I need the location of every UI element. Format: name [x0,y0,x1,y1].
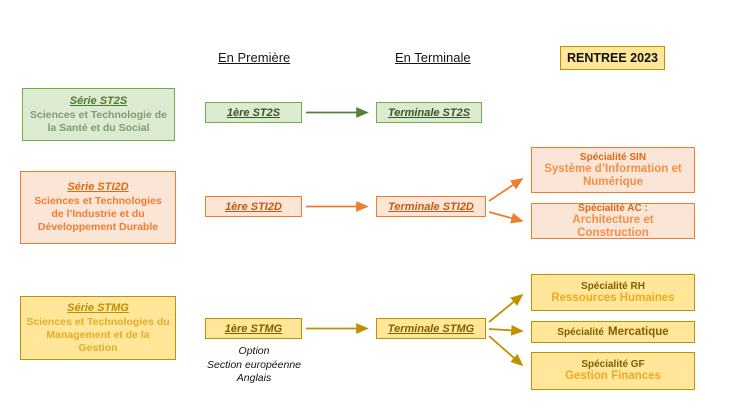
specialite-mercatique-prefix: Spécialité [557,326,604,338]
arrow-stmg-to-gf [488,335,524,367]
terminale-sti2d-box: Terminale STI2D [376,196,486,217]
serie-st2s-line2: la Santé et du Social [47,121,150,134]
serie-st2s-box: Série ST2S Sciences et Technologie de la… [22,88,175,141]
serie-stmg-title: Série STMG [67,301,129,314]
serie-st2s-line1: Sciences et Technologie de [30,108,167,121]
specialite-sin-line2: Numérique [582,175,644,188]
terminale-st2s-box: Terminale ST2S [376,102,482,123]
serie-stmg-line2: Management et de la [46,328,150,341]
column-header-premiere: En Première [218,50,291,65]
stmg-option-line1: Option [238,345,270,357]
premiere-sti2d-box: 1ère STI2D [205,196,302,217]
specialite-gf-name: Gestion Finances [565,370,661,382]
stmg-option-line3: Anglais [236,372,272,384]
serie-st2s-title: Série ST2S [69,94,128,107]
premiere-stmg-label: 1ère STMG [224,322,283,335]
specialite-mercatique-name: Mercatique [607,325,669,338]
specialite-mercatique-box: Spécialité Mercatique [531,321,695,343]
specialite-rh-name: Ressources Humaines [551,291,675,304]
serie-sti2d-title: Série STI2D [67,181,129,193]
specialite-sin-line1: Système d’Information et [544,162,682,175]
stmg-option-note: Option Section européenne Anglais [196,345,312,386]
serie-sti2d-line2: de l’Industrie et du [51,208,145,220]
premiere-sti2d-label: 1ère STI2D [225,200,282,213]
specialite-rh-box: Spécialité RH Ressources Humaines [531,274,695,311]
arrow-stmg-to-mercatique [488,324,524,336]
terminale-stmg-label: Terminale STMG [387,322,475,335]
specialite-ac-box: Spécialité AC : Architecture et Construc… [531,203,695,239]
arrow-sti2d-to-ac [488,211,524,224]
serie-stmg-box: Série STMG Sciences et Technologies du M… [20,296,176,360]
premiere-st2s-box: 1ère ST2S [205,102,302,123]
specialite-sin-box: Spécialité SIN Système d’Information et … [531,147,695,193]
rentree-2023-badge: RENTREE 2023 [560,46,665,70]
column-header-terminale: En Terminale [395,50,471,65]
serie-stmg-line3: Gestion [78,341,118,354]
terminale-sti2d-label: Terminale STI2D [388,200,474,213]
serie-stmg-line1: Sciences et Technologies du [26,315,170,328]
premiere-stmg-box: 1ère STMG [205,318,302,339]
serie-sti2d-box: Série STI2D Sciences et Technologies de … [20,171,176,244]
specialite-sin-title: Spécialité SIN [579,151,647,163]
premiere-st2s-label: 1ère ST2S [226,106,281,119]
specialite-ac-title: Spécialité AC : [578,202,648,214]
specialite-gf-box: Spécialité GF Gestion Finances [531,352,695,390]
specialite-rh-title: Spécialité RH [581,280,645,292]
stmg-option-line2: Section européenne [207,358,301,371]
arrow-sti2d-to-sin [488,178,524,202]
terminale-stmg-box: Terminale STMG [376,318,486,339]
terminale-st2s-label: Terminale ST2S [387,106,471,119]
arrow-stmg-to-rh [488,293,524,323]
specialite-ac-name: Architecture et Construction [572,213,654,239]
specialite-gf-title: Spécialité GF [581,359,645,370]
serie-sti2d-line1: Sciences et Technologies [34,195,162,207]
serie-sti2d-line3: Développement Durable [37,221,159,233]
